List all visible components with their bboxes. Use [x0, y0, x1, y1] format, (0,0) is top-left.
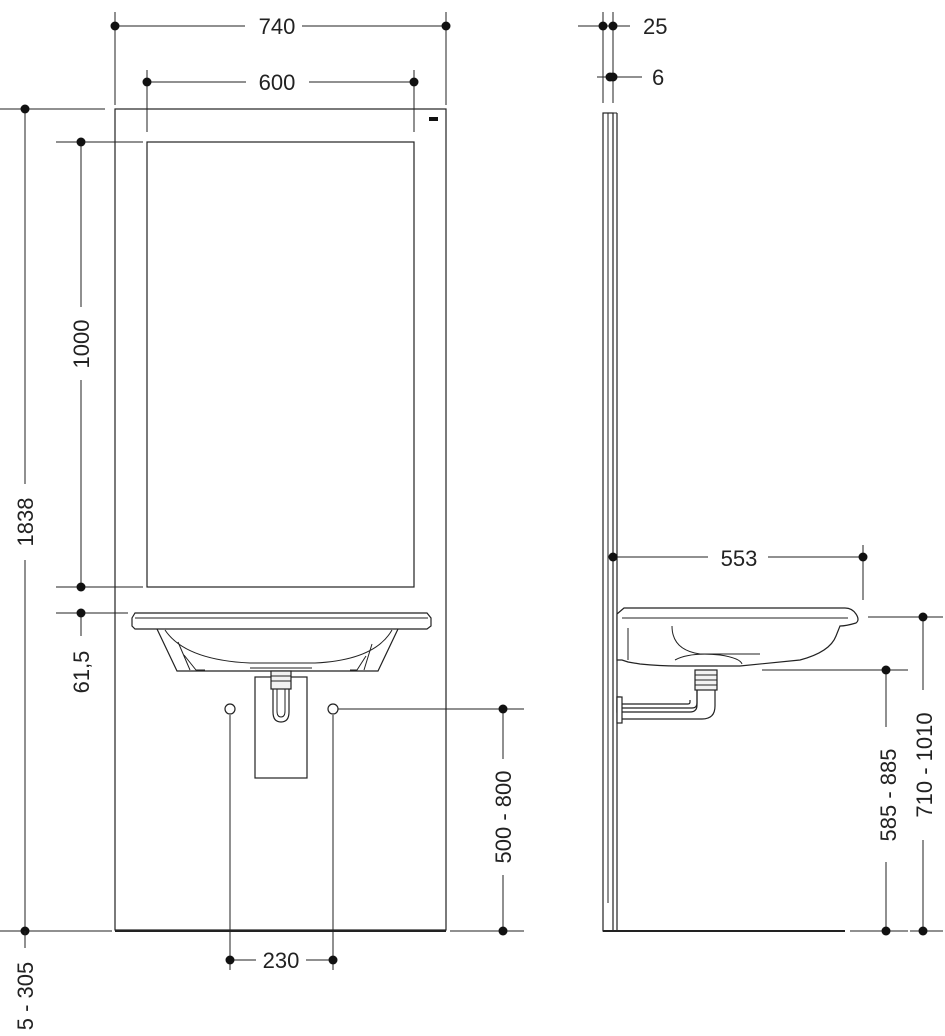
dim-mirror-width: 600: [142, 70, 419, 132]
dim-pipe-spacing: 230: [225, 715, 338, 973]
label-61-5: 61,5: [69, 651, 94, 694]
label-710-1010: 710 - 1010: [912, 712, 937, 817]
label-25: 25: [643, 14, 667, 39]
label-600: 600: [259, 70, 296, 95]
label-553: 553: [721, 546, 758, 571]
dim-glass-thickness: 6: [597, 65, 664, 90]
front-panel: [114, 108, 447, 931]
label-500-800: 500 - 800: [491, 771, 516, 864]
label-740: 740: [259, 14, 296, 39]
indicator-mark: [429, 117, 438, 121]
basin-side: [616, 607, 859, 667]
trap-front: [254, 670, 308, 779]
trap-side: [616, 669, 718, 724]
dim-overall-height: 1838: [0, 104, 112, 936]
label-1838: 1838: [13, 498, 38, 547]
dim-drain-height: 585 - 885: [762, 665, 908, 936]
dim-mirror-height: 1000: [56, 137, 143, 592]
dim-floor-offset: 5 - 305: [13, 931, 38, 1030]
supply-right-icon: [327, 703, 339, 715]
dim-front-width: 740: [110, 12, 451, 105]
dim-basin-rim: 61,5: [56, 608, 128, 694]
dim-supply-height: 500 - 800: [338, 704, 524, 936]
side-view: 25 6 553 585 - 885: [578, 12, 943, 936]
label-585-885: 585 - 885: [876, 749, 901, 842]
supply-left-icon: [224, 703, 236, 715]
label-5-305: 5 - 305: [13, 962, 38, 1031]
label-230: 230: [263, 948, 300, 973]
label-6: 6: [652, 65, 664, 90]
dim-side-depth: 25: [578, 12, 667, 103]
label-1000: 1000: [69, 320, 94, 369]
basin-front: [131, 612, 432, 672]
dim-basin-projection: 553: [608, 545, 868, 600]
mirror: [146, 141, 415, 588]
dim-rim-height: 710 - 1010: [868, 612, 943, 936]
front-view: 740 600 1838: [0, 12, 524, 1030]
